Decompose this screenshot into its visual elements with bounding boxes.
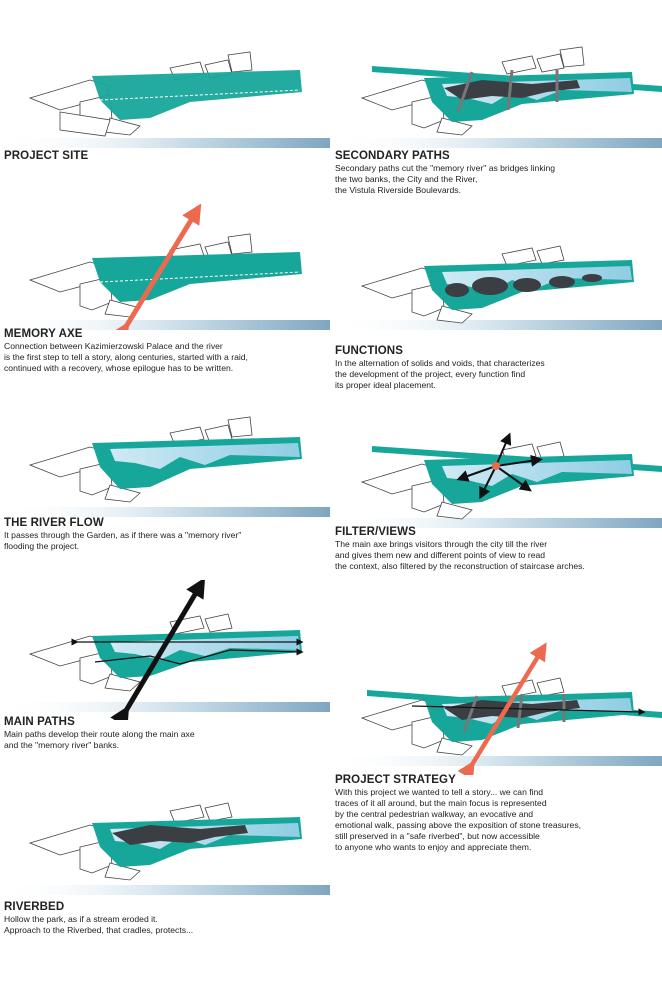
- building-outlines: [360, 46, 585, 136]
- desc-line: the context, also filtered by the recons…: [335, 561, 585, 571]
- desc-line: is the first step to tell a story, along…: [4, 352, 248, 362]
- desc-line: Secondary paths cut the "memory river" a…: [335, 163, 556, 173]
- desc-line: traces of it all around, but the main fo…: [335, 798, 547, 808]
- desc-line: still preserved in a "safe riverbed", bu…: [335, 831, 540, 841]
- panel-description: Hollow the park, as if a stream eroded i…: [4, 914, 193, 936]
- ground-line: [332, 320, 662, 330]
- panel-title: THE RIVER FLOW: [4, 517, 104, 529]
- panel-description: Secondary paths cut the "memory river" a…: [335, 163, 555, 196]
- panel-project-strategy: PROJECT STRATEGY With this project we wa…: [332, 640, 662, 865]
- panel-title: FILTER/VIEWS: [335, 526, 416, 538]
- desc-line: Connection between Kazimierzowski Palace…: [4, 341, 223, 351]
- desc-line: and gives them new and different points …: [335, 550, 546, 560]
- panel-description: Main paths develop their route along the…: [4, 729, 195, 751]
- filter-views-diagram: [332, 432, 662, 528]
- panel-title: FUNCTIONS: [335, 345, 403, 357]
- desc-line: the Vistula Riverside Boulevards.: [335, 185, 461, 195]
- desc-line: In the alternation of solids and voids, …: [335, 358, 545, 368]
- secondary-bridges: [456, 69, 559, 113]
- viewpoint-node: [492, 462, 500, 470]
- desc-line: Hollow the park, as if a stream eroded i…: [4, 914, 158, 924]
- ground-line: [0, 507, 330, 517]
- memory-axe-arrow: [457, 642, 547, 775]
- desc-line: With this project we wanted to tell a st…: [335, 787, 544, 797]
- panel-river-flow: THE RIVER FLOW It passes through the Gar…: [0, 405, 330, 565]
- main-axe-arrow: [110, 580, 206, 720]
- desc-line: The main axe brings visitors through the…: [335, 539, 548, 549]
- desc-line: It passes through the Garden, as if ther…: [4, 530, 242, 540]
- view-arrows: [456, 432, 543, 500]
- main-paths-diagram: [0, 580, 330, 720]
- ground-line: [0, 885, 330, 895]
- desc-line: Main paths develop their route along the…: [4, 729, 195, 739]
- memory-axe-arrow: [110, 203, 202, 330]
- panel-description: In the alternation of solids and voids, …: [335, 358, 545, 391]
- memory-axe-diagram: [0, 203, 330, 330]
- functions-diagram: [332, 245, 662, 330]
- desc-line: and the "memory river" banks.: [4, 740, 120, 750]
- desc-line: the two banks, the City and the River,: [335, 174, 478, 184]
- panel-title: PROJECT STRATEGY: [335, 774, 456, 786]
- ground-line: [0, 138, 330, 148]
- panel-project-site: PROJECT SITE: [0, 40, 330, 175]
- panel-memory-axe: MEMORY AXE Connection between Kazimierzo…: [0, 200, 330, 400]
- panel-description: The main axe brings visitors through the…: [335, 539, 585, 572]
- riverbed-hollow: [444, 80, 580, 100]
- ground-line: [0, 702, 330, 712]
- site-dash: [99, 89, 301, 101]
- function-volumes: [445, 274, 602, 297]
- riverbed-diagram: [0, 802, 330, 895]
- project-site-diagram: [0, 51, 330, 148]
- project-strategy-diagram: [332, 642, 662, 775]
- ground-line: [332, 756, 662, 766]
- building-outlines: [28, 802, 233, 881]
- panel-filter-views: FILTER/VIEWS The main axe brings visitor…: [332, 420, 662, 595]
- secondary-paths-diagram: [332, 46, 662, 148]
- river-flow-diagram: [0, 416, 330, 517]
- panel-secondary-paths: SECONDARY PATHS Secondary paths cut the …: [332, 40, 662, 210]
- desc-line: to anyone who wants to enjoy and appreci…: [335, 842, 532, 852]
- riverbed-hollow: [112, 825, 248, 845]
- desc-line: continued with a recovery, whose epilogu…: [4, 363, 234, 373]
- desc-line: its proper ideal placement.: [335, 380, 436, 390]
- panel-title: SECONDARY PATHS: [335, 150, 450, 162]
- desc-line: Approach to the Riverbed, that cradles, …: [4, 925, 194, 935]
- panel-title: RIVERBED: [4, 901, 65, 913]
- panel-title: MEMORY AXE: [4, 328, 83, 340]
- desc-line: by the central pedestrian walkway, an ev…: [335, 809, 534, 819]
- panel-functions: FUNCTIONS In the alternation of solids a…: [332, 230, 662, 405]
- panel-title: PROJECT SITE: [4, 150, 89, 162]
- panel-riverbed: RIVERBED Hollow the park, as if a stream…: [0, 785, 330, 960]
- panel-description: Connection between Kazimierzowski Palace…: [4, 341, 248, 374]
- panel-description: With this project we wanted to tell a st…: [335, 787, 581, 853]
- desc-line: flooding the project.: [4, 541, 80, 551]
- desc-line: emotional walk, passing above the exposi…: [335, 820, 582, 830]
- panel-main-paths: MAIN PATHS Main paths develop their rout…: [0, 580, 330, 770]
- ground-line: [332, 518, 662, 528]
- panel-title: MAIN PATHS: [4, 716, 75, 728]
- desc-line: the development of the project, every fu…: [335, 369, 526, 379]
- ground-line: [332, 138, 662, 148]
- panel-description: It passes through the Garden, as if ther…: [4, 530, 241, 552]
- memory-river: [110, 443, 300, 469]
